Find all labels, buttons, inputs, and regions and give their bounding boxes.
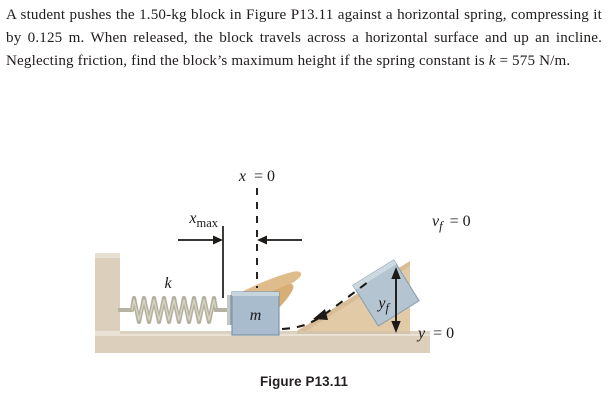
problem-text-run-1: A student pushes the 1.50-kg block in Fi… (6, 7, 602, 70)
final-velocity-label: vf = 0 (432, 213, 471, 233)
v-f-variable: v (432, 213, 440, 230)
figure-caption: Figure P13.11 (259, 374, 349, 389)
block-mass-label: m (250, 307, 262, 324)
spring-coils-highlight (131, 299, 217, 321)
ground-bar (95, 331, 430, 353)
height-label: yf (376, 295, 390, 315)
x-max-label: xmax (188, 210, 218, 230)
spring-left-stub (118, 308, 132, 312)
y-f-arrow-head-up (391, 267, 401, 279)
x-max-dimension-arrows (178, 235, 302, 245)
x-zero-label: x = 0 (238, 168, 275, 185)
spring-end-plate (227, 295, 234, 325)
block-on-incline (352, 259, 420, 327)
dimension-arrow-right-head (257, 235, 267, 245)
dimension-arrow-left-head (213, 235, 223, 245)
v-f-subscript: f (439, 219, 444, 233)
figure-illustration: m x = 0 (0, 148, 608, 363)
left-wall (95, 253, 120, 338)
trajectory-arrowhead (313, 309, 328, 320)
problem-statement-text: A student pushes the 1.50-kg block in Fi… (6, 4, 602, 74)
y-f-subscript: f (386, 301, 391, 315)
block-on-incline-highlight (352, 259, 397, 290)
left-wall-top-highlight (95, 253, 120, 258)
x-max-subscript: max (196, 216, 218, 230)
spring-constant-label: k (164, 275, 172, 292)
incline-base-shade (297, 331, 410, 334)
spring-end-plate-highlight (227, 295, 230, 325)
block-top-highlight (232, 292, 279, 296)
y-zero-label: y = 0 (416, 325, 454, 342)
problem-text-symbol-k: k (488, 53, 496, 70)
y-f-arrow-head-down (391, 321, 401, 333)
problem-text-run-3: = 575 N/m. (495, 53, 571, 70)
y-f-dimension-arrow (391, 267, 401, 333)
x-max-variable: x (188, 210, 196, 227)
spring-assembly (118, 295, 234, 325)
block-at-spring: m (231, 291, 280, 336)
spring-right-rod (214, 308, 230, 312)
spring-coils (129, 295, 219, 325)
y-f-variable: y (376, 295, 386, 312)
